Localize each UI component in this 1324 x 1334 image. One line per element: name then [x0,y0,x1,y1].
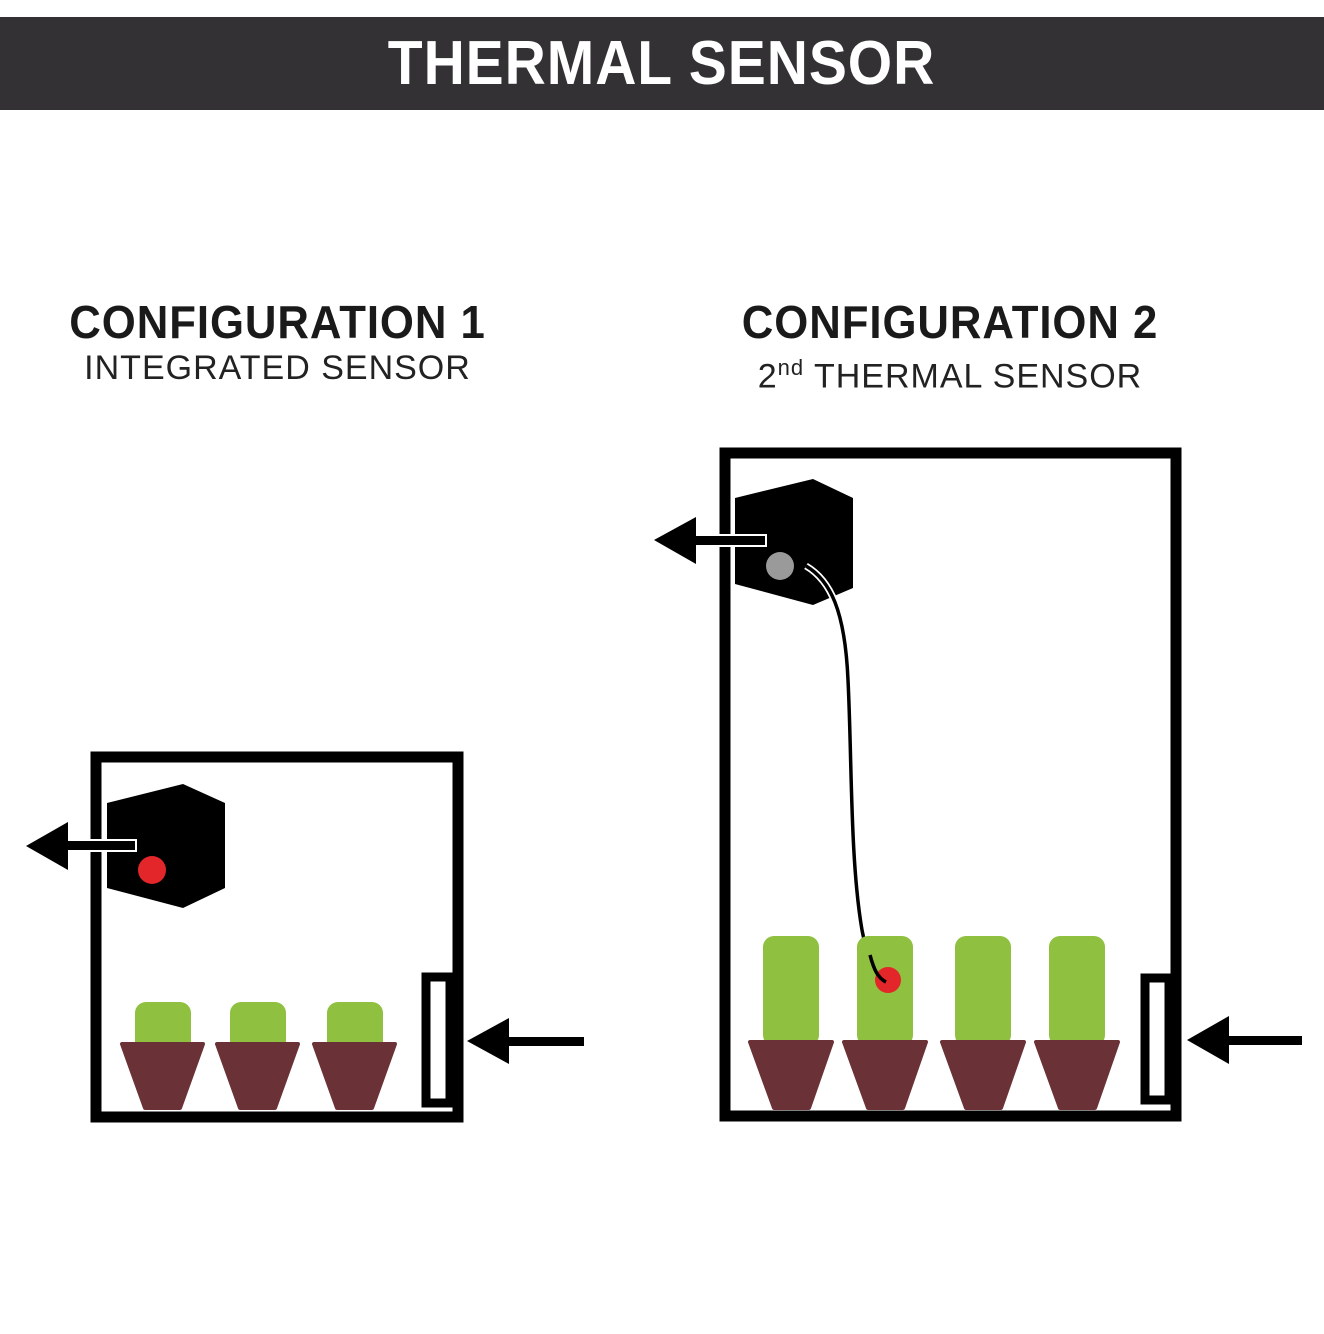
configuration-1-heading: CONFIGURATION 1 INTEGRATED SENSOR [40,296,515,388]
exhaust-arrow-icon [654,517,696,564]
exhaust-duct [689,534,767,547]
configuration-1-subtitle: INTEGRATED SENSOR [84,349,471,387]
subtitle-rest: THERMAL SENSOR [804,357,1143,396]
configuration-2-title: CONFIGURATION 2 [741,296,1159,348]
title-banner: THERMAL SENSOR [0,17,1324,110]
exhaust-fan-unit [107,784,225,908]
configuration-2-heading: CONFIGURATION 2 2nd THERMAL SENSOR [700,296,1200,396]
subtitle-ordinal-suffix: nd [777,355,805,380]
configuration-1-diagram [26,751,584,1123]
probe-cable-end [868,954,887,984]
exhaust-fan-unit [735,479,853,605]
exhaust-arrow-icon [26,822,68,870]
grow-tent-outline [719,447,1182,1122]
integrated-sensor-dot [138,856,166,884]
exhaust-duct [59,839,137,852]
plant-with-probe [842,936,928,1110]
subtitle-ordinal: 2 [757,357,778,396]
configuration-1-title: CONFIGURATION 1 [69,296,486,348]
intake-vent [421,972,455,1108]
configuration-2-subtitle: 2nd THERMAL SENSOR [700,348,1200,396]
plant [1034,936,1120,1110]
intake-arrow-icon [467,1018,584,1064]
intake-arrow-icon [1187,1016,1302,1064]
sensor-cable-outline [804,562,887,984]
thermal-probe-sensor-dot [875,967,901,993]
plant [215,1002,300,1110]
plant [940,936,1026,1110]
plant [120,1002,205,1110]
page-title: THERMAL SENSOR [388,29,936,98]
configuration-2-diagram [654,447,1302,1122]
plant [312,1002,397,1110]
inactive-integrated-sensor-dot [766,552,794,580]
plant [748,936,834,1110]
grow-tent-outline [90,751,464,1123]
intake-vent [1140,973,1174,1105]
